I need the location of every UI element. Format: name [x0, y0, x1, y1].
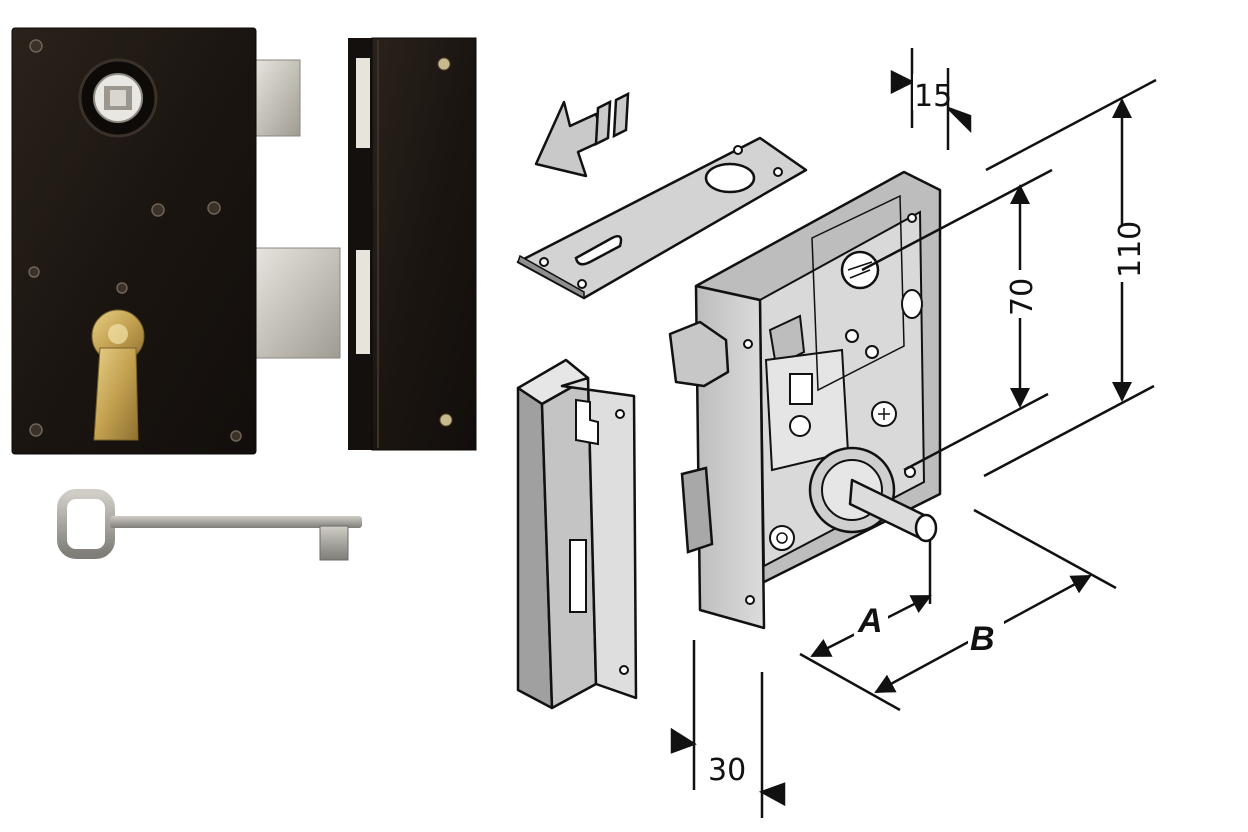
key-shaft: [110, 516, 362, 528]
keyhole-escutcheon: [93, 347, 139, 441]
escutcheon-plate: [516, 136, 808, 300]
dead-bolt: [251, 247, 341, 359]
rim-lock-photo: [11, 27, 341, 455]
dimension-110-label: 110: [1113, 221, 1148, 278]
direction-arrow-icon: [534, 91, 630, 178]
dimension-30-label: 30: [708, 753, 746, 788]
key-bow: [57, 489, 115, 559]
latch-bolt-drawing: [668, 320, 730, 388]
key-bit: [319, 525, 349, 561]
dimension-70-label: 70: [1005, 278, 1040, 316]
dimension-b-label: B: [970, 620, 995, 658]
strike-box-photo: [348, 37, 477, 451]
key-photo: [57, 489, 362, 561]
cylinder-drawing: [840, 250, 880, 290]
keyhole-slot: [574, 235, 623, 266]
lock-case: [11, 27, 257, 455]
dead-bolt-drawing: [680, 466, 714, 554]
dimension-a-label: A: [857, 602, 883, 640]
strike-box-body: [371, 37, 477, 451]
screws: [28, 39, 242, 442]
lock-mechanism-drawing: [668, 170, 942, 630]
strike-box-drawing: [516, 358, 638, 710]
cylinder-hole: [704, 162, 756, 194]
dimension-15-label: 15: [914, 79, 952, 114]
latch-bolt: [251, 59, 301, 137]
